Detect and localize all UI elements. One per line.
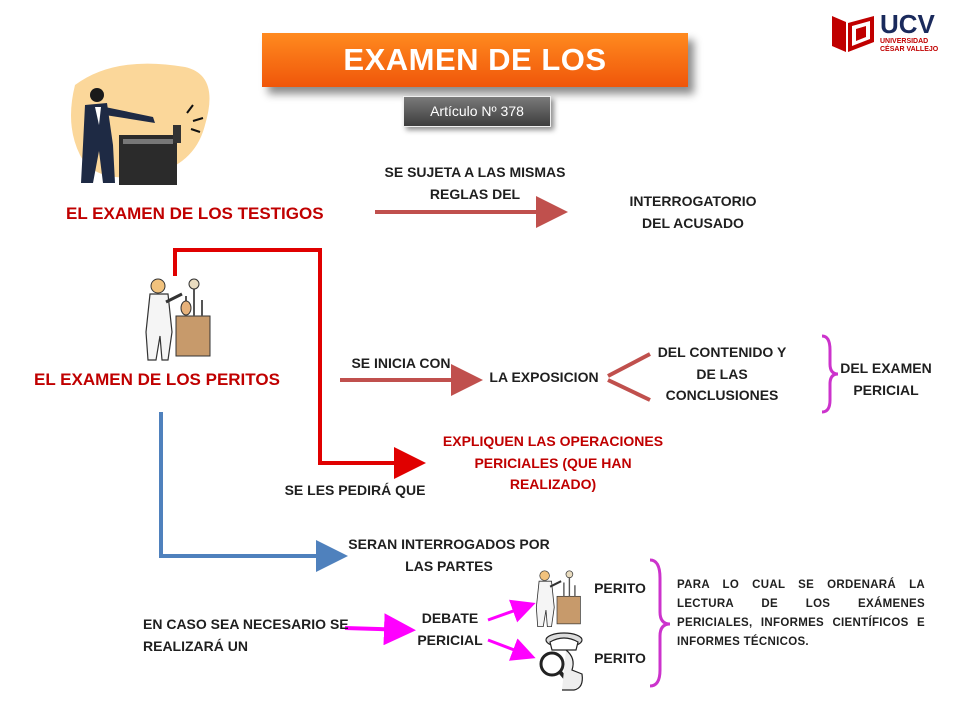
node-interrogados: SERAN INTERROGADOS POR LAS PARTES xyxy=(348,536,550,574)
arrow-split xyxy=(607,352,651,402)
page-title: EXAMEN DE LOS TESTIGOS xyxy=(262,33,688,131)
brace-examen xyxy=(821,334,839,414)
article-badge: Artículo Nº 378 xyxy=(403,96,551,127)
brace-perito xyxy=(649,558,671,688)
node-examen-pericial: DEL EXAMEN PERICIAL xyxy=(840,360,932,398)
arrow-caso xyxy=(344,613,416,646)
scientist-icon xyxy=(145,278,211,361)
node-exposicion: LA EXPOSICION xyxy=(489,369,599,385)
node-perito-2: PERITO xyxy=(594,650,646,666)
node-peritos: EL EXAMEN DE LOS PERITOS xyxy=(34,370,280,389)
arrow-pedira xyxy=(173,248,426,479)
node-debate: DEBATE PERICIAL xyxy=(417,610,483,648)
detective-magnifier-icon xyxy=(539,632,583,691)
lawyer-speaking-icon xyxy=(71,63,210,185)
scientist-icon xyxy=(535,570,581,628)
ucv-logo-icon xyxy=(832,16,874,52)
node-pedira: SE LES PEDIRÁ QUE xyxy=(284,482,426,498)
node-contenido: DEL CONTENIDO Y DE LAS CONCLUSIONES xyxy=(657,344,787,404)
logo-line1: UNIVERSIDAD xyxy=(880,38,929,45)
ucv-logo: UCV UNIVERSIDAD CÉSAR VALLEJO xyxy=(828,10,958,58)
logo-line2: CÉSAR VALLEJO xyxy=(880,46,939,53)
arrow-perito1 xyxy=(487,599,536,623)
node-sujeta: SE SUJETA A LAS MISMAS REGLAS DEL xyxy=(384,164,566,202)
node-testigos: EL EXAMEN DE LOS TESTIGOS xyxy=(66,204,324,223)
node-expliquen: EXPLIQUEN LAS OPERACIONES PERICIALES (QU… xyxy=(442,433,664,493)
node-interrogatorio: INTERROGATORIO DEL ACUSADO xyxy=(629,193,757,231)
arrow-perito2 xyxy=(487,638,536,661)
node-inicia: SE INICIA CON xyxy=(351,355,451,371)
arrow-interrogados xyxy=(159,412,348,572)
logo-name: UCV xyxy=(880,9,935,39)
node-caso: EN CASO SEA NECESARIO SE REALIZARÁ UN xyxy=(143,616,349,654)
node-perito-1: PERITO xyxy=(594,580,646,596)
node-nota: PARA LO CUAL SE ORDENARÁ LA LECTURA DE L… xyxy=(677,579,925,648)
